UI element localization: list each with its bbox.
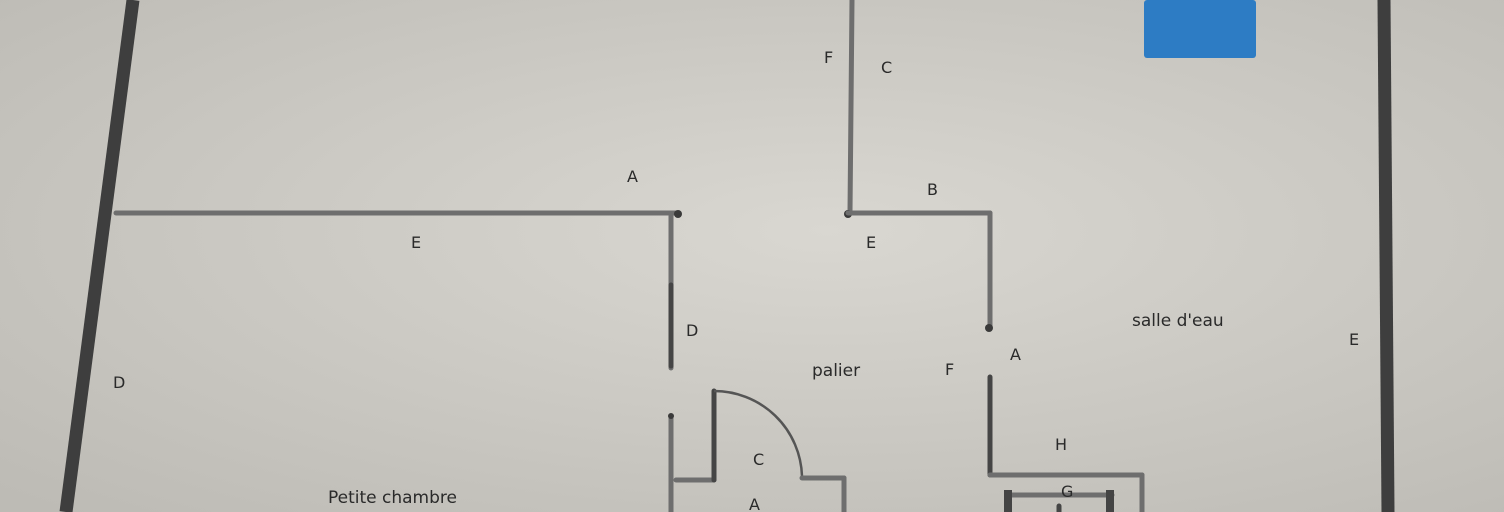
- blue-patch: [1144, 0, 1256, 58]
- wall-node: [985, 324, 993, 332]
- marker-label: E: [411, 233, 421, 252]
- wall-node: [674, 210, 682, 218]
- marker-label: B: [927, 180, 938, 199]
- marker-label: E: [866, 233, 876, 252]
- room-label-palier: palier: [812, 361, 860, 381]
- marker-label: H: [1055, 435, 1067, 454]
- door-swing-arc: [713, 389, 804, 477]
- wall-central-vertical: [847, 0, 855, 215]
- marker-label: A: [749, 495, 760, 512]
- marker-label: E: [1349, 330, 1359, 349]
- room-label-petite-chambre: Petite chambre: [328, 488, 457, 508]
- marker-label: A: [1010, 345, 1021, 364]
- marker-label: D: [686, 321, 698, 340]
- outer-wall-left: [59, 0, 140, 512]
- fixture-right-post: [1106, 490, 1114, 512]
- marker-label: F: [824, 48, 833, 67]
- marker-label: G: [1061, 482, 1073, 501]
- outer-wall-right: [1377, 0, 1395, 512]
- wall-node: [668, 413, 674, 419]
- fixture-left-post: [1004, 490, 1012, 512]
- marker-label: F: [945, 360, 954, 379]
- marker-label: A: [627, 167, 638, 186]
- marker-label: C: [753, 450, 764, 469]
- marker-label: C: [881, 58, 892, 77]
- room-label-salle-deau: salle d'eau: [1132, 311, 1224, 331]
- marker-label: D: [113, 373, 125, 392]
